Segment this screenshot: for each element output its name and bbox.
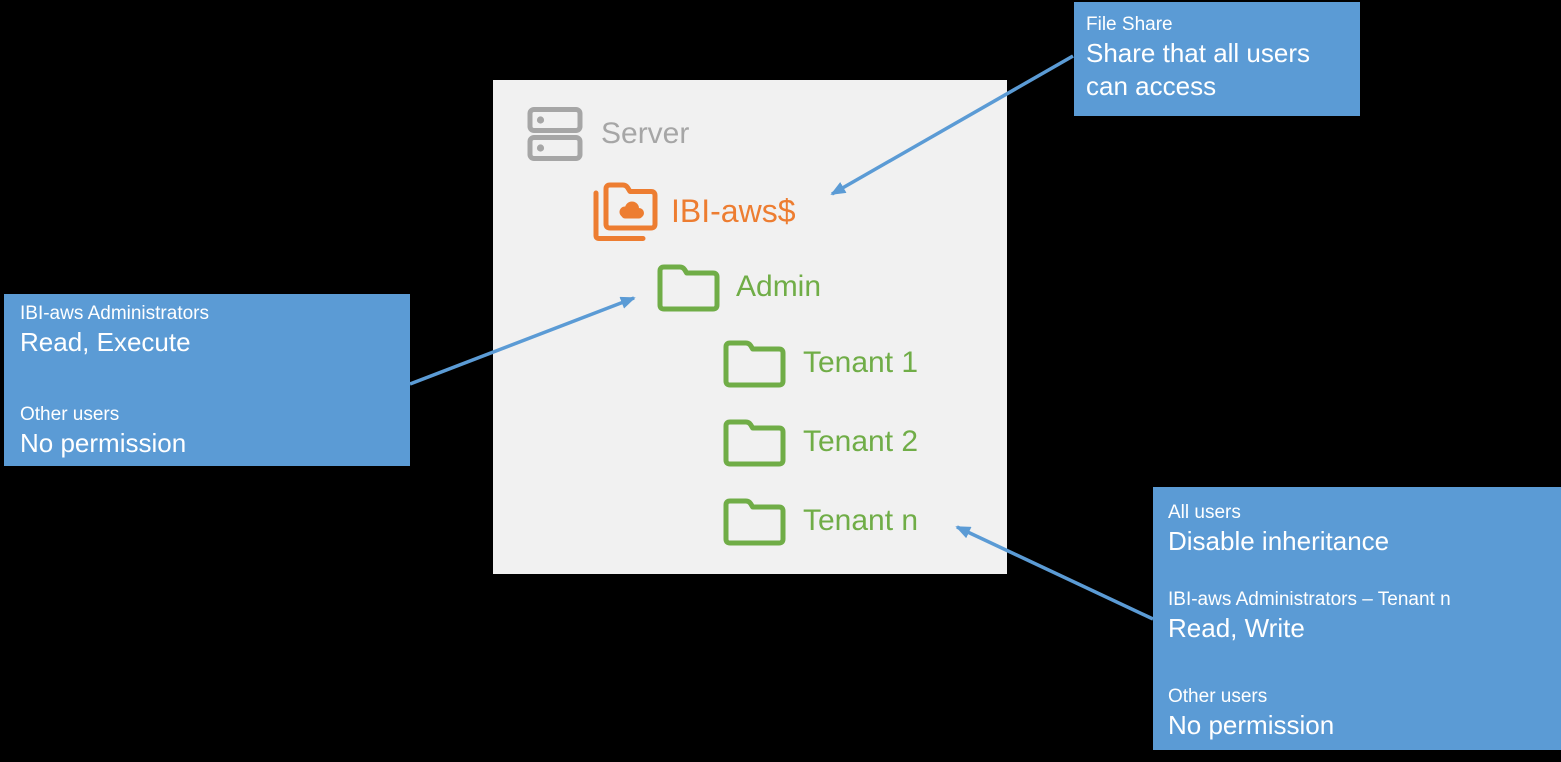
callout-file-share: File Share Share that all users can acce… (1074, 2, 1360, 116)
permission-who: All users (1168, 502, 1241, 523)
permission-who: Other users (1168, 686, 1268, 707)
tenant-label: Tenant 2 (803, 425, 919, 458)
server-label: Server (601, 117, 690, 150)
permission-entry: IBI-aws Administrators Read, Execute (20, 302, 394, 358)
folder-icon (723, 419, 786, 467)
admin-label: Admin (736, 270, 822, 303)
tree-node-server: Server (527, 105, 689, 163)
permission-value: Read, Execute (20, 327, 191, 357)
tree-node-tenant-2: Tenant 2 (723, 417, 918, 467)
permission-value: No permission (1168, 710, 1335, 740)
permission-value: No permission (20, 428, 187, 458)
permission-who: IBI-aws Administrators (20, 303, 209, 324)
permission-value: Read, Write (1168, 613, 1305, 643)
tenant-label: Tenant n (803, 504, 919, 537)
permission-who: IBI-aws Administrators – Tenant n (1168, 589, 1451, 610)
permission-entry: Other users No permission (20, 403, 394, 459)
folder-icon (657, 264, 720, 312)
permission-entry: Other users No permission (1168, 685, 1546, 741)
folder-icon (723, 340, 786, 388)
callout-admin-permissions: IBI-aws Administrators Read, Execute Oth… (4, 294, 410, 466)
share-label: IBI-aws$ (671, 192, 796, 229)
permission-entry: IBI-aws Administrators – Tenant n Read, … (1168, 588, 1546, 644)
callout-body: Share that all users can access (1086, 38, 1311, 101)
tree-node-tenant-1: Tenant 1 (723, 338, 918, 388)
permission-entry: All users Disable inheritance (1168, 501, 1546, 557)
cloud-glyph (619, 201, 644, 219)
tree-node-admin: Admin (657, 262, 821, 312)
callout-tenant-permissions: All users Disable inheritance IBI-aws Ad… (1153, 487, 1561, 750)
tree-node-tenant-n: Tenant n (723, 496, 918, 546)
shared-folder-cloud-icon (593, 182, 658, 241)
tenant-label: Tenant 1 (803, 346, 919, 379)
folder-icon (723, 498, 786, 546)
tree-node-share: IBI-aws$ (589, 177, 795, 245)
permission-value: Disable inheritance (1168, 526, 1390, 556)
permission-who: Other users (20, 404, 120, 425)
server-icon (527, 107, 583, 161)
callout-heading: File Share (1086, 14, 1173, 35)
